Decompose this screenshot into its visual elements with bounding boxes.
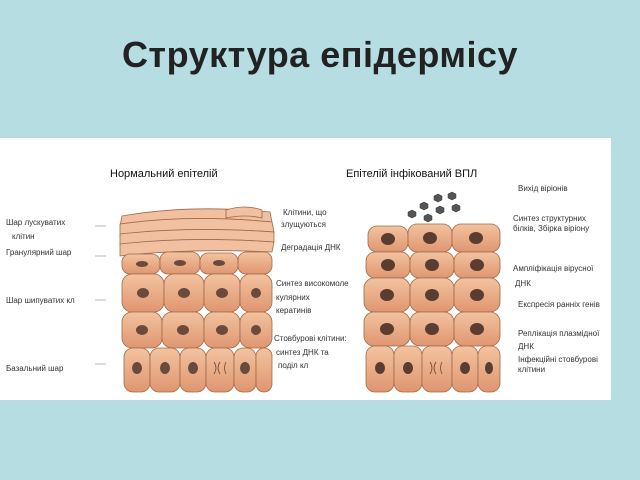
spinous-layer-normal <box>121 273 273 349</box>
label-peeling-2: злущуються <box>281 220 326 229</box>
normal-epithelium <box>119 206 275 393</box>
label-peeling-1: Клітини, що <box>283 208 327 217</box>
label-spinous: Шар шипуватих кл <box>6 296 75 305</box>
label-synthesis-2: кулярних <box>276 293 310 302</box>
label-virion-exit: Вихід віріонів <box>518 184 568 193</box>
label-synthesis-3: кератинів <box>276 306 312 315</box>
dividing-cell-infected <box>429 361 443 375</box>
label-replication-1: Реплікація плазмідної <box>518 329 600 338</box>
nuclei-infected <box>375 232 493 374</box>
label-replication-2: ДНК <box>518 342 534 351</box>
header-infected: Епітелій інфікований ВПЛ <box>346 168 478 180</box>
dividing-cell-normal <box>213 361 227 375</box>
scaly-layer-normal <box>119 206 275 257</box>
spinous-layer-infected <box>363 277 501 347</box>
label-amplification-1: Ампліфікація вірусної <box>513 264 594 273</box>
label-synthesis-1: Синтез високомоле <box>276 279 349 288</box>
label-dna-degradation: Деградація ДНК <box>281 243 341 252</box>
basal-layer-normal <box>123 347 273 393</box>
infected-epithelium <box>363 191 501 393</box>
label-infected-stem-1: Інфекційні стовбурові <box>518 355 598 364</box>
label-structural-2: білків, Збірка віріону <box>513 224 590 233</box>
label-amplification-2: ДНК <box>515 279 531 288</box>
diagram-panel: Нормальний епітелій Епітелій інфікований… <box>0 138 611 400</box>
label-ticks <box>95 225 106 365</box>
label-stem-1: Стовбурові клітини: <box>274 334 347 343</box>
page-title: Структура епідермісу <box>121 34 519 75</box>
epidermis-diagram <box>95 191 501 393</box>
label-early-genes: Експресія ранніх генів <box>518 300 600 309</box>
label-basal: Базальний шар <box>6 364 64 373</box>
label-stem-2: синтез ДНК та <box>276 348 329 357</box>
label-stem-3: поділ кл <box>278 361 309 370</box>
label-scaly-2: клітин <box>12 232 35 241</box>
basal-layer-infected <box>365 345 501 393</box>
label-infected-stem-2: клітини <box>518 365 546 374</box>
header-normal: Нормальний епітелій <box>110 168 218 180</box>
label-structural-1: Синтез структурних <box>513 214 587 223</box>
virions <box>407 191 461 223</box>
label-scaly: Шар лускуватих <box>6 218 66 227</box>
nuclei-normal <box>132 260 261 374</box>
label-granular: Гранулярний шар <box>6 248 72 257</box>
